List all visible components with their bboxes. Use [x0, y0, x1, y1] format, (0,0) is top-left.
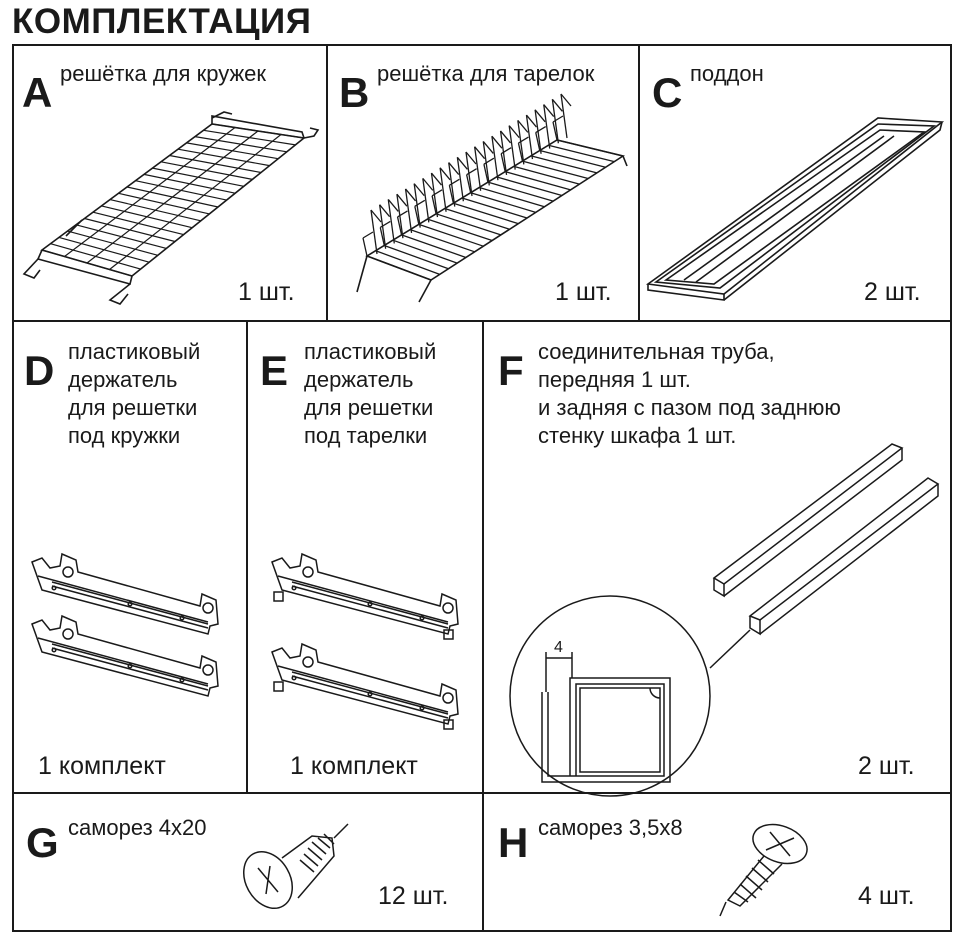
item-d-label: пластиковый держатель для решетки под кр… [68, 338, 200, 450]
item-f-label-line-2: передняя 1 шт. [538, 367, 691, 392]
item-f-letter: F [498, 347, 524, 394]
contents-grid: A решётка для кружек 1 шт. B решётка для… [12, 44, 952, 932]
item-e-label-line-3: для решетки [304, 395, 434, 420]
item-a-qty: 1 шт. [238, 278, 295, 306]
item-h-letter: H [498, 819, 529, 866]
item-d-qty: 1 комплект [38, 752, 166, 780]
item-e-letter: E [260, 347, 289, 394]
page-title: КОМПЛЕКТАЦИЯ [12, 2, 312, 41]
item-d-label-line-4: под кружки [68, 423, 181, 448]
item-d-label-line-2: держатель [68, 367, 178, 392]
item-h-qty: 4 шт. [858, 882, 915, 910]
item-b-qty: 1 шт. [555, 278, 612, 306]
item-g-label: саморез 4х20 [68, 815, 207, 840]
item-e-qty: 1 комплект [290, 752, 418, 780]
col-divider-ef [482, 321, 484, 932]
item-e-label-line-4: под тарелки [304, 423, 428, 448]
item-d-cup-holder: D пластиковый держатель для решетки под … [12, 322, 246, 792]
item-f-label-line-4: стенку шкафа 1 шт. [538, 423, 737, 448]
item-g-qty: 12 шт. [378, 882, 449, 910]
plate-holder-icon [271, 552, 459, 730]
item-c-tray: C поддон 2 шт. [640, 44, 950, 320]
item-b-plate-rack: B решётка для тарелок 1 шт. [327, 44, 638, 320]
grid-border-right [950, 44, 952, 932]
item-a-label: решётка для кружек [60, 61, 267, 86]
item-f-connecting-tube: F соединительная труба, передняя 1 шт. и… [484, 322, 950, 797]
item-b-label: решётка для тарелок [377, 61, 595, 86]
item-a-letter: A [22, 69, 53, 116]
item-f-qty: 2 шт. [858, 752, 915, 780]
item-e-label: пластиковый держатель для решетки под та… [304, 338, 436, 450]
item-d-letter: D [24, 347, 55, 394]
item-d-label-line-1: пластиковый [68, 339, 201, 364]
plate-rack-icon [356, 93, 628, 303]
grid-border-top [12, 44, 952, 46]
item-b-letter: B [339, 69, 370, 116]
item-g-screw-4x20: G саморез 4х20 12 шт. [12, 794, 482, 930]
item-a-cup-rack: A решётка для кружек 1 шт. [12, 44, 326, 320]
item-h-label: саморез 3,5х8 [538, 815, 683, 840]
cup-rack-icon [22, 111, 320, 305]
col-divider-ab [326, 44, 328, 321]
item-c-label: поддон [690, 61, 764, 86]
item-d-label-line-3: для решетки [68, 395, 198, 420]
connecting-tube-icon: 4 [509, 443, 940, 797]
tube-dimension-label: 4 [554, 639, 563, 656]
item-e-label-line-1: пластиковый [304, 339, 437, 364]
item-f-label-line-1: соединительная труба, [538, 339, 775, 364]
pan-head-screw-icon [719, 823, 808, 917]
item-e-plate-holder: E пластиковый держатель для решетки под … [248, 322, 482, 792]
item-h-screw-3-5x8: H саморез 3,5х8 4 шт. [484, 794, 950, 930]
col-divider-de [246, 321, 248, 793]
countersunk-screw-icon [243, 823, 349, 909]
item-g-letter: G [26, 819, 59, 866]
item-c-letter: C [652, 69, 683, 116]
item-f-label-line-3: и задняя с пазом под заднюю [538, 395, 841, 420]
item-c-qty: 2 шт. [864, 278, 921, 306]
col-divider-bc [638, 44, 640, 321]
item-e-label-line-2: держатель [304, 367, 414, 392]
cup-holder-icon [31, 552, 219, 697]
tray-icon [645, 117, 945, 301]
grid-border-left [12, 44, 14, 932]
item-f-label: соединительная труба, передняя 1 шт. и з… [538, 338, 841, 450]
